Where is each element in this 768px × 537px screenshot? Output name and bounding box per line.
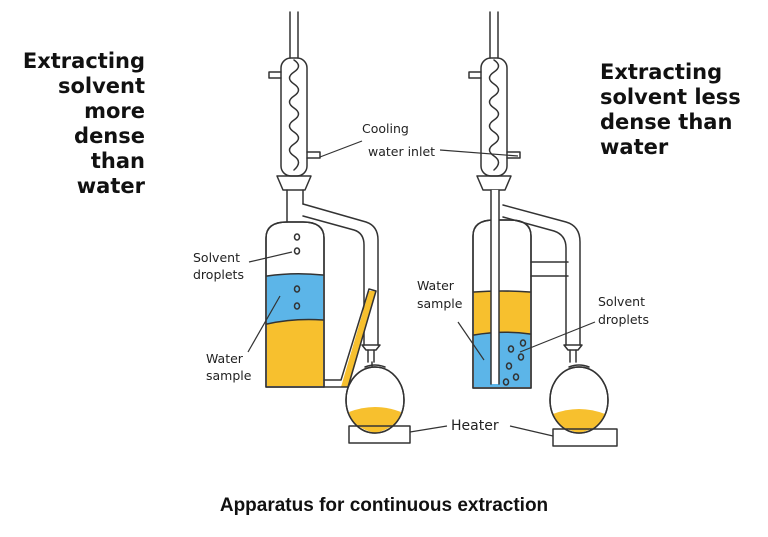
left-flask-solvent	[349, 407, 401, 433]
right-condenser-coil	[488, 59, 500, 171]
right-water-outlet	[468, 71, 482, 79]
label-solvent-droplets-right-line2: droplets	[598, 312, 649, 327]
heading-line: water	[600, 135, 669, 159]
label-water-sample-left-line2: sample	[206, 368, 252, 383]
heading-line: solvent less	[600, 85, 741, 109]
leader-solvent-droplets-right	[519, 321, 596, 353]
label-water-sample-left-line1: Water	[206, 351, 244, 366]
left-arm-spout	[367, 349, 375, 363]
right-apparatus	[468, 11, 618, 447]
right-solvent-surface	[473, 290, 531, 293]
left-flask-outline	[345, 366, 405, 434]
solvent-droplet	[293, 302, 301, 310]
label-cooling-water-inlet-line2: water inlet	[368, 144, 435, 159]
left-condenser-joint	[276, 175, 312, 191]
leader-cooling-left	[319, 140, 363, 158]
right-heater	[552, 428, 618, 447]
left-condenser-jacket	[280, 57, 308, 177]
solvent-droplet	[293, 247, 301, 255]
left-return-tube-fill	[324, 291, 376, 387]
left-water-outlet	[268, 71, 282, 79]
right-arm-tip	[563, 344, 583, 351]
left-heater	[348, 425, 411, 444]
right-water-inlet	[506, 151, 521, 159]
solvent-droplet	[517, 353, 525, 361]
left-water-inlet	[306, 151, 321, 159]
heading-denser-solvent: Extracting solvent more dense than water	[2, 49, 145, 199]
right-flask-solvent	[553, 409, 605, 433]
label-solvent-droplets-left-line2: droplets	[193, 267, 244, 282]
heading-lighter-solvent: Extracting solvent less dense than water	[600, 60, 768, 160]
left-return-tube	[323, 288, 377, 388]
left-vessel-outline	[265, 221, 325, 388]
diagram-caption: Apparatus for continuous extraction	[219, 495, 549, 516]
solvent-droplet	[507, 345, 515, 353]
right-solvent-layer	[474, 291, 530, 335]
right-condenser-joint	[476, 175, 512, 191]
heading-line: Extracting	[600, 60, 723, 84]
right-flask-outline	[549, 366, 609, 434]
left-apparatus	[265, 11, 411, 444]
left-condenser-coil	[288, 59, 300, 171]
solvent-droplet	[519, 339, 527, 347]
right-vapour-arm	[502, 204, 581, 346]
label-water-sample-right-line2: sample	[417, 296, 463, 311]
left-arm-tip	[361, 344, 381, 351]
right-layer-interface	[473, 331, 531, 336]
leader-water-sample-right	[457, 321, 485, 361]
leader-cooling-right	[439, 149, 519, 157]
leader-solvent-droplets-left	[248, 251, 293, 263]
leader-heater-right	[509, 425, 554, 437]
label-cooling-water-inlet-line1: Cooling	[362, 121, 409, 136]
leader-water-sample-left	[247, 295, 281, 353]
label-water-sample-right-line1: Water	[417, 278, 455, 293]
heading-line: more	[84, 99, 145, 123]
solvent-droplet	[505, 362, 513, 370]
right-flask-neck-rim	[568, 364, 590, 368]
label-heater: Heater	[451, 418, 499, 434]
right-inner-tube	[490, 189, 500, 385]
heading-line: dense than	[600, 110, 733, 134]
left-water-surface	[266, 272, 324, 277]
left-solvent-layer	[267, 319, 323, 386]
solvent-droplet	[293, 285, 301, 293]
label-solvent-droplets-left-line1: Solvent	[193, 250, 240, 265]
heading-line: than	[90, 149, 145, 173]
left-vessel-neck	[286, 189, 304, 223]
right-inner-tube-fill	[491, 190, 499, 384]
right-overflow-loop	[530, 261, 569, 277]
left-condenser-top-tube	[289, 11, 299, 59]
right-arm-spout	[569, 349, 577, 363]
label-solvent-droplets-right-line1: Solvent	[598, 294, 645, 309]
right-condenser-jacket	[480, 57, 508, 177]
heading-line: dense	[74, 124, 145, 148]
solvent-droplet	[293, 233, 301, 241]
left-water-layer	[267, 273, 323, 324]
right-vessel-outline	[472, 219, 532, 389]
left-layer-interface	[266, 318, 324, 325]
right-condenser-top-tube	[489, 11, 499, 59]
left-vapour-arm	[302, 203, 379, 346]
left-flask-neck-rim	[364, 364, 386, 368]
heading-line: water	[76, 174, 145, 198]
heading-line: Extracting	[22, 49, 145, 73]
leader-heater-left	[409, 425, 448, 433]
solvent-droplet	[502, 378, 510, 386]
solvent-droplet	[512, 373, 520, 381]
heading-line: solvent	[57, 74, 145, 98]
